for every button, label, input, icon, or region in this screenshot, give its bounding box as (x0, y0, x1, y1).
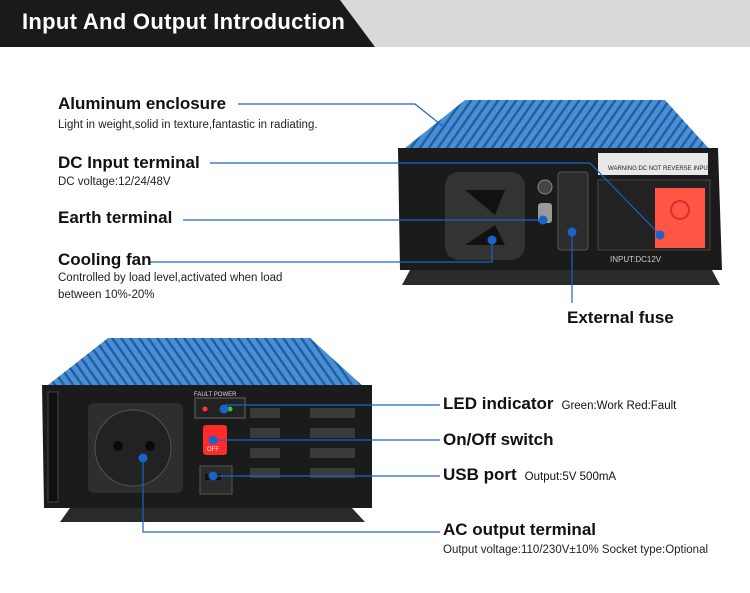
bottom-inverter: FAULT POWER OFF (42, 338, 372, 522)
earth-symbol-icon (537, 179, 553, 195)
fault-power-text: FAULT POWER (194, 392, 237, 398)
ac-output-terminal-title: AC output terminal (443, 520, 596, 539)
vent-slots (250, 408, 355, 478)
warning-text: WARNING:DC NOT REVERSE INPUT! (608, 166, 713, 172)
leader-dots (138, 215, 665, 481)
side-sticker (47, 391, 59, 503)
fan-grill (445, 172, 525, 260)
plus-icon (670, 200, 690, 220)
top-inverter: WARNING:DC NOT REVERSE INPUT! INPUT:DC12… (398, 100, 722, 285)
usb-port-title: USB port (443, 465, 517, 484)
bottom-enclosure-fins (48, 338, 365, 388)
socket-hole-right (145, 441, 155, 451)
fault-led (202, 406, 208, 412)
dc-input-terminal-desc: DC voltage:12/24/48V (58, 176, 171, 188)
led-indicator-title: LED indicator (443, 394, 554, 413)
input-label-text: INPUT:DC12V (610, 255, 662, 264)
led-indicator-row: LED indicator Green:Work Red:Fault (443, 394, 676, 414)
header-tab (0, 0, 375, 47)
socket-hole-left (113, 441, 123, 451)
aluminum-enclosure-title: Aluminum enclosure (58, 94, 227, 113)
aluminum-enclosure-desc: Light in weight,solid in texture,fantast… (58, 119, 318, 131)
external-fuse-title: External fuse (567, 308, 674, 327)
ac-output-terminal-desc: Output voltage:110/230V±10% Socket type:… (443, 544, 709, 556)
led-indicator-desc: Green:Work Red:Fault (561, 400, 677, 412)
dc-input-terminal-title: DC Input terminal (58, 153, 200, 172)
fan-slots (465, 190, 505, 245)
cooling-fan-title: Cooling fan (58, 250, 152, 269)
usb-port-row: USB port Output:5V 500mA (443, 465, 616, 485)
fuse-holder (557, 171, 589, 251)
onoff-switch-title: On/Off switch (443, 430, 554, 449)
warning-sticker (598, 153, 708, 175)
power-led (227, 406, 233, 412)
top-base (402, 270, 720, 285)
ac-socket (94, 409, 172, 487)
page-title: Input And Output Introduction (22, 9, 346, 34)
bottom-base (60, 508, 365, 522)
usb-port-desc: Output:5V 500mA (524, 471, 617, 483)
off-text: OFF (207, 447, 219, 453)
top-enclosure-fins (405, 100, 712, 152)
cooling-fan-desc: Controlled by load level,activated when … (58, 272, 283, 301)
earth-terminal-title: Earth terminal (58, 208, 173, 227)
